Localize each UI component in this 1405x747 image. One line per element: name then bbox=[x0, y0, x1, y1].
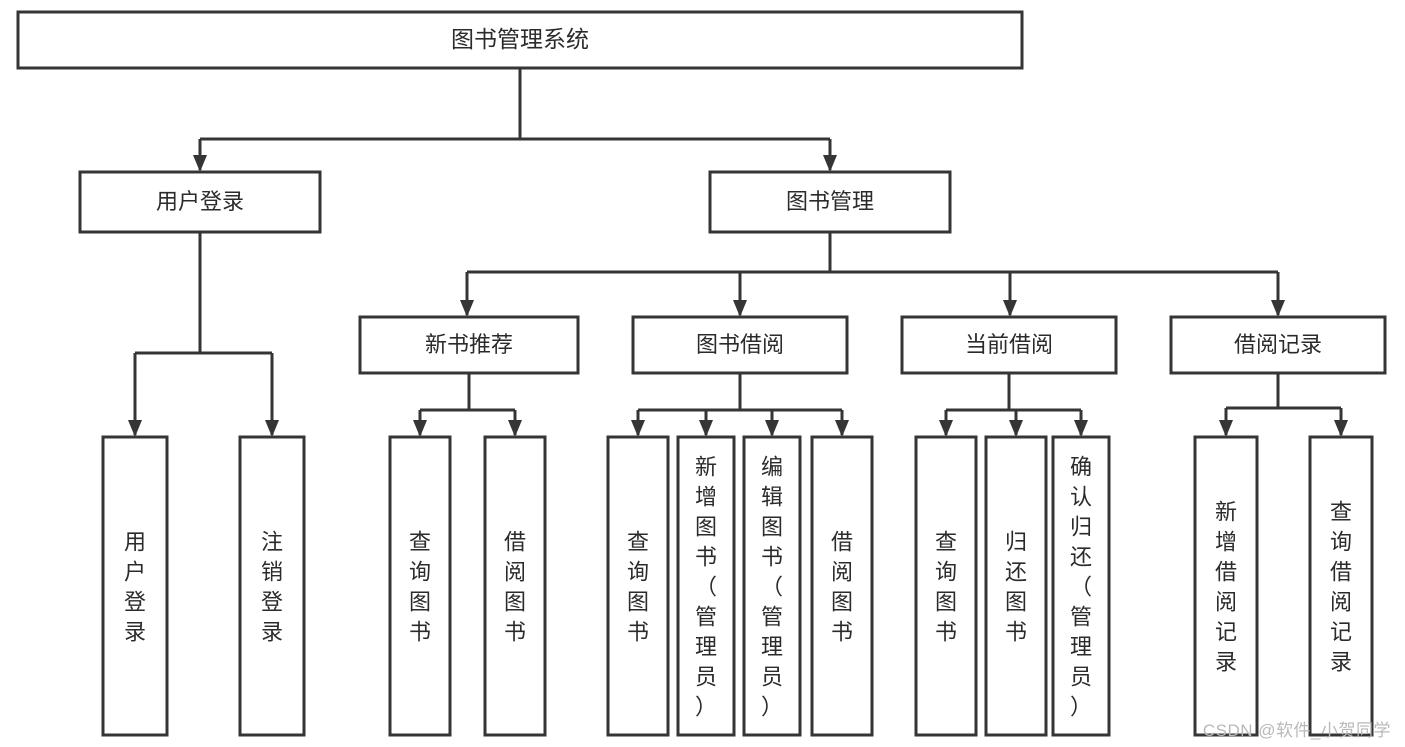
node-box-user-login-do bbox=[101, 435, 169, 737]
node-box-nb-query-book bbox=[388, 435, 452, 737]
node-box-bb-edit-book bbox=[742, 435, 802, 737]
node-user-logout[interactable]: 注销登录 bbox=[238, 435, 306, 737]
node-label-bb-add-book: 新增图书（管理员） bbox=[695, 454, 717, 719]
arrow-head-icon bbox=[823, 155, 837, 172]
node-box-user-logout bbox=[238, 435, 306, 737]
arrow-head-icon bbox=[1219, 420, 1233, 437]
node-box-nb-borrow-book bbox=[483, 435, 547, 737]
node-box-br-query-record bbox=[1308, 435, 1374, 737]
node-label-bb-query-book: 查询图书 bbox=[627, 529, 649, 644]
arrow-head-icon bbox=[765, 420, 779, 437]
node-cb-query-book[interactable]: 查询图书 bbox=[914, 435, 978, 737]
node-user-login-do[interactable]: 用户登录 bbox=[101, 435, 169, 737]
node-box-cb-query-book bbox=[914, 435, 978, 737]
node-box-bb-query-book bbox=[606, 435, 670, 737]
node-box-cb-return-book bbox=[984, 435, 1048, 737]
arrow-head-icon bbox=[939, 420, 953, 437]
node-nb-query-book[interactable]: 查询图书 bbox=[388, 435, 452, 737]
node-label-book-borrow: 图书借阅 bbox=[696, 332, 784, 357]
arrow-head-icon bbox=[631, 420, 645, 437]
node-box-book-borrow bbox=[631, 315, 849, 375]
node-layer: 图书管理系统用户登录用户登录注销登录图书管理新书推荐查询图书借阅图书图书借阅查询… bbox=[16, 10, 1387, 737]
node-label-book-manage: 图书管理 bbox=[786, 189, 874, 214]
node-box-user-login bbox=[78, 170, 322, 234]
node-label-bb-borrow-book: 借阅图书 bbox=[831, 529, 853, 644]
node-br-query-record[interactable]: 查询借阅记录 bbox=[1308, 435, 1374, 737]
arrow-head-icon bbox=[193, 155, 207, 172]
node-cb-return-book[interactable]: 归还图书 bbox=[984, 435, 1048, 737]
node-label-user-login-do: 用户登录 bbox=[124, 529, 146, 644]
node-label-nb-query-book: 查询图书 bbox=[409, 529, 431, 644]
node-user-login[interactable]: 用户登录 bbox=[78, 170, 322, 234]
arrow-head-icon bbox=[508, 420, 522, 437]
arrow-head-icon bbox=[733, 300, 747, 317]
node-bb-borrow-book[interactable]: 借阅图书 bbox=[810, 435, 874, 737]
node-label-cb-confirm-return: 确认归还（管理员） bbox=[1070, 454, 1092, 719]
node-bb-query-book[interactable]: 查询图书 bbox=[606, 435, 670, 737]
node-borrow-records[interactable]: 借阅记录 bbox=[1169, 315, 1387, 375]
node-label-borrow-records: 借阅记录 bbox=[1234, 332, 1322, 357]
node-label-cb-query-book: 查询图书 bbox=[935, 529, 957, 644]
node-nb-borrow-book[interactable]: 借阅图书 bbox=[483, 435, 547, 737]
node-label-cb-return-book: 归还图书 bbox=[1005, 529, 1027, 644]
node-br-add-record[interactable]: 新增借阅记录 bbox=[1193, 435, 1259, 737]
node-label-nb-borrow-book: 借阅图书 bbox=[504, 529, 526, 644]
node-new-book-recommend[interactable]: 新书推荐 bbox=[358, 315, 580, 375]
node-box-book-manage bbox=[708, 170, 952, 234]
node-bb-edit-book[interactable]: 编辑图书（管理员） bbox=[742, 435, 802, 737]
node-box-bb-add-book bbox=[676, 435, 736, 737]
node-book-manage[interactable]: 图书管理 bbox=[708, 170, 952, 234]
node-box-root bbox=[16, 10, 1024, 70]
node-label-bb-edit-book: 编辑图书（管理员） bbox=[761, 454, 783, 719]
node-box-borrow-records bbox=[1169, 315, 1387, 375]
node-label-current-borrow: 当前借阅 bbox=[965, 332, 1053, 357]
node-label-user-logout: 注销登录 bbox=[261, 529, 283, 644]
node-label-root: 图书管理系统 bbox=[451, 26, 589, 52]
arrow-head-icon bbox=[835, 420, 849, 437]
node-box-cb-confirm-return bbox=[1051, 435, 1111, 737]
node-cb-confirm-return[interactable]: 确认归还（管理员） bbox=[1051, 435, 1111, 737]
node-bb-add-book[interactable]: 新增图书（管理员） bbox=[676, 435, 736, 737]
node-box-current-borrow bbox=[900, 315, 1118, 375]
node-label-user-login: 用户登录 bbox=[156, 189, 244, 214]
node-box-new-book-recommend bbox=[358, 315, 580, 375]
arrow-head-icon bbox=[1009, 420, 1023, 437]
arrow-head-icon bbox=[1003, 300, 1017, 317]
arrow-head-icon bbox=[1074, 420, 1088, 437]
node-label-br-add-record: 新增借阅记录 bbox=[1215, 499, 1237, 674]
node-root[interactable]: 图书管理系统 bbox=[16, 10, 1024, 70]
arrow-head-icon bbox=[699, 420, 713, 437]
connector-layer bbox=[128, 68, 1348, 437]
arrow-head-icon bbox=[265, 420, 279, 437]
node-current-borrow[interactable]: 当前借阅 bbox=[900, 315, 1118, 375]
node-box-bb-borrow-book bbox=[810, 435, 874, 737]
node-box-br-add-record bbox=[1193, 435, 1259, 737]
arrow-head-icon bbox=[1334, 420, 1348, 437]
node-label-new-book-recommend: 新书推荐 bbox=[425, 332, 513, 357]
arrow-head-icon bbox=[460, 300, 474, 317]
arrow-head-icon bbox=[1271, 300, 1285, 317]
arrow-head-icon bbox=[413, 420, 427, 437]
arrow-head-icon bbox=[128, 420, 142, 437]
node-book-borrow[interactable]: 图书借阅 bbox=[631, 315, 849, 375]
node-label-br-query-record: 查询借阅记录 bbox=[1330, 499, 1352, 674]
